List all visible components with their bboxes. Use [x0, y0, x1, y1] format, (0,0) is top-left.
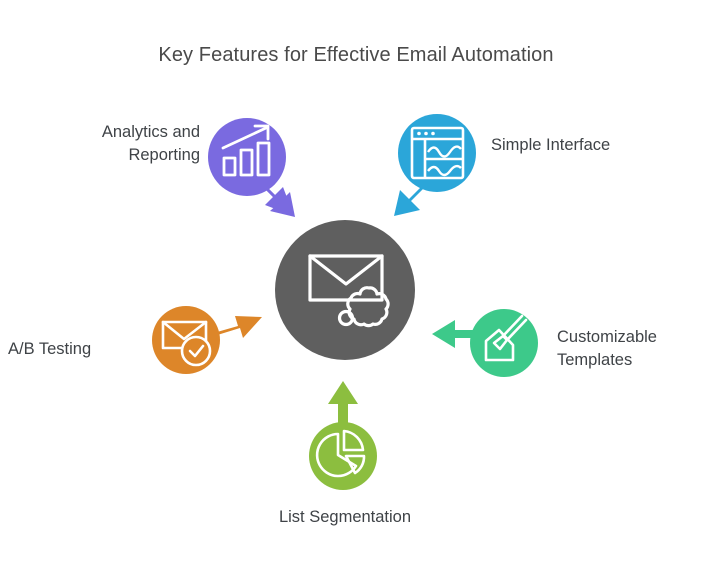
bar-chart-growth-icon	[221, 124, 271, 177]
hub-circle	[275, 220, 415, 360]
hub-node[interactable]	[275, 220, 415, 360]
paintbrush-icon	[484, 314, 528, 362]
pie-chart-icon	[315, 429, 366, 478]
dashboard-window-icon	[410, 126, 465, 180]
label-simple-interface: Simple Interface	[491, 136, 611, 154]
node-analytics[interactable]	[208, 118, 286, 196]
label-list-segmentation: List Segmentation	[278, 508, 412, 526]
envelope-gear-icon	[308, 254, 390, 328]
analytics-circle	[208, 118, 286, 196]
node-simple-interface[interactable]	[398, 114, 476, 192]
label-ab-testing: A/B Testing	[8, 340, 92, 358]
envelope-check-icon	[161, 320, 212, 367]
page-title: Key Features for Effective Email Automat…	[158, 44, 554, 66]
label-analytics: Analytics and Reporting	[101, 123, 200, 164]
node-ab-testing[interactable]	[152, 306, 220, 374]
arrow-templates-to-hub	[432, 320, 483, 348]
label-customizable-templates: Customizable Templates	[557, 328, 657, 369]
arrow-list-segmentation-to-hub	[328, 381, 358, 452]
node-list-segmentation[interactable]	[309, 422, 377, 490]
node-customizable-templates[interactable]	[470, 309, 538, 377]
